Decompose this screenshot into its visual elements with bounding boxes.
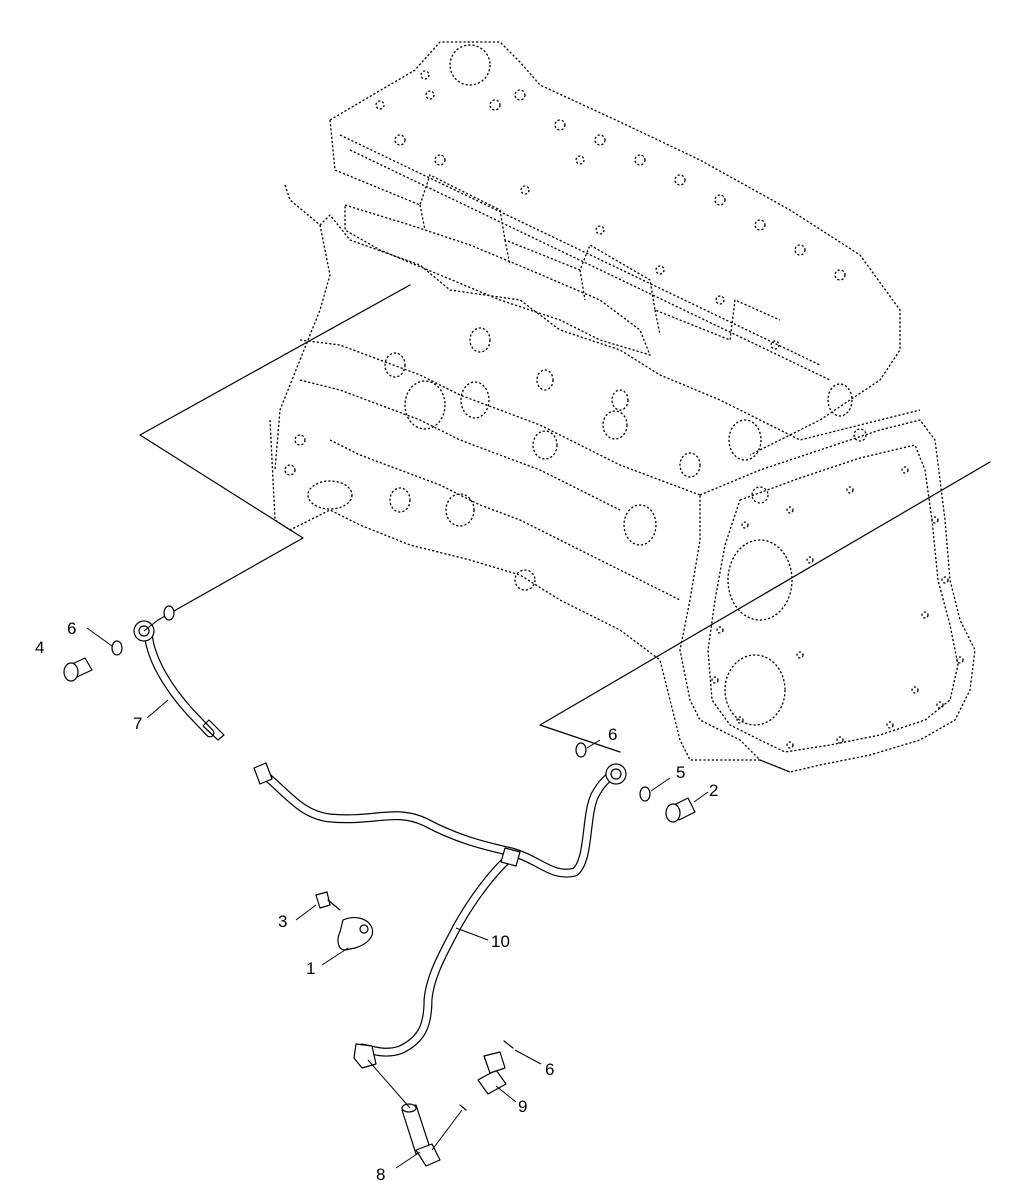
sealing-washer-right-upper — [575, 742, 587, 758]
leader-lines — [86, 619, 709, 1169]
tube-connector — [401, 1103, 441, 1167]
banjo-bolt-right — [665, 797, 696, 823]
sealing-washer-right-lower — [639, 786, 651, 802]
reference-lines — [139, 284, 991, 753]
pipe-fitting — [477, 1051, 507, 1095]
callout-3: 3 — [278, 912, 287, 931]
oil-tube-main — [253, 762, 627, 1069]
callout-6-upper-left: 6 — [67, 619, 76, 638]
callout-6-bottom: 6 — [545, 1060, 554, 1079]
clamp-screw — [315, 891, 341, 911]
o-ring-bottom-pair — [459, 1040, 514, 1111]
callout-6-right: 6 — [608, 725, 617, 744]
callout-10: 10 — [491, 932, 510, 951]
banjo-bolt-left — [63, 657, 93, 682]
callout-7: 7 — [133, 714, 142, 733]
callout-8: 8 — [376, 1165, 385, 1184]
tube-clamp — [337, 917, 374, 951]
callout-5: 5 — [676, 763, 685, 782]
callout-4: 4 — [35, 638, 44, 657]
callout-1: 1 — [306, 959, 315, 978]
callout-2: 2 — [709, 781, 718, 800]
callout-labels: 1 2 3 4 5 6 6 6 7 8 9 10 — [35, 619, 718, 1184]
engine-block-outline — [269, 41, 976, 773]
sealing-washer-upper-pair — [111, 605, 175, 656]
oil-tube-upper — [133, 620, 225, 741]
callout-9: 9 — [518, 1097, 527, 1116]
